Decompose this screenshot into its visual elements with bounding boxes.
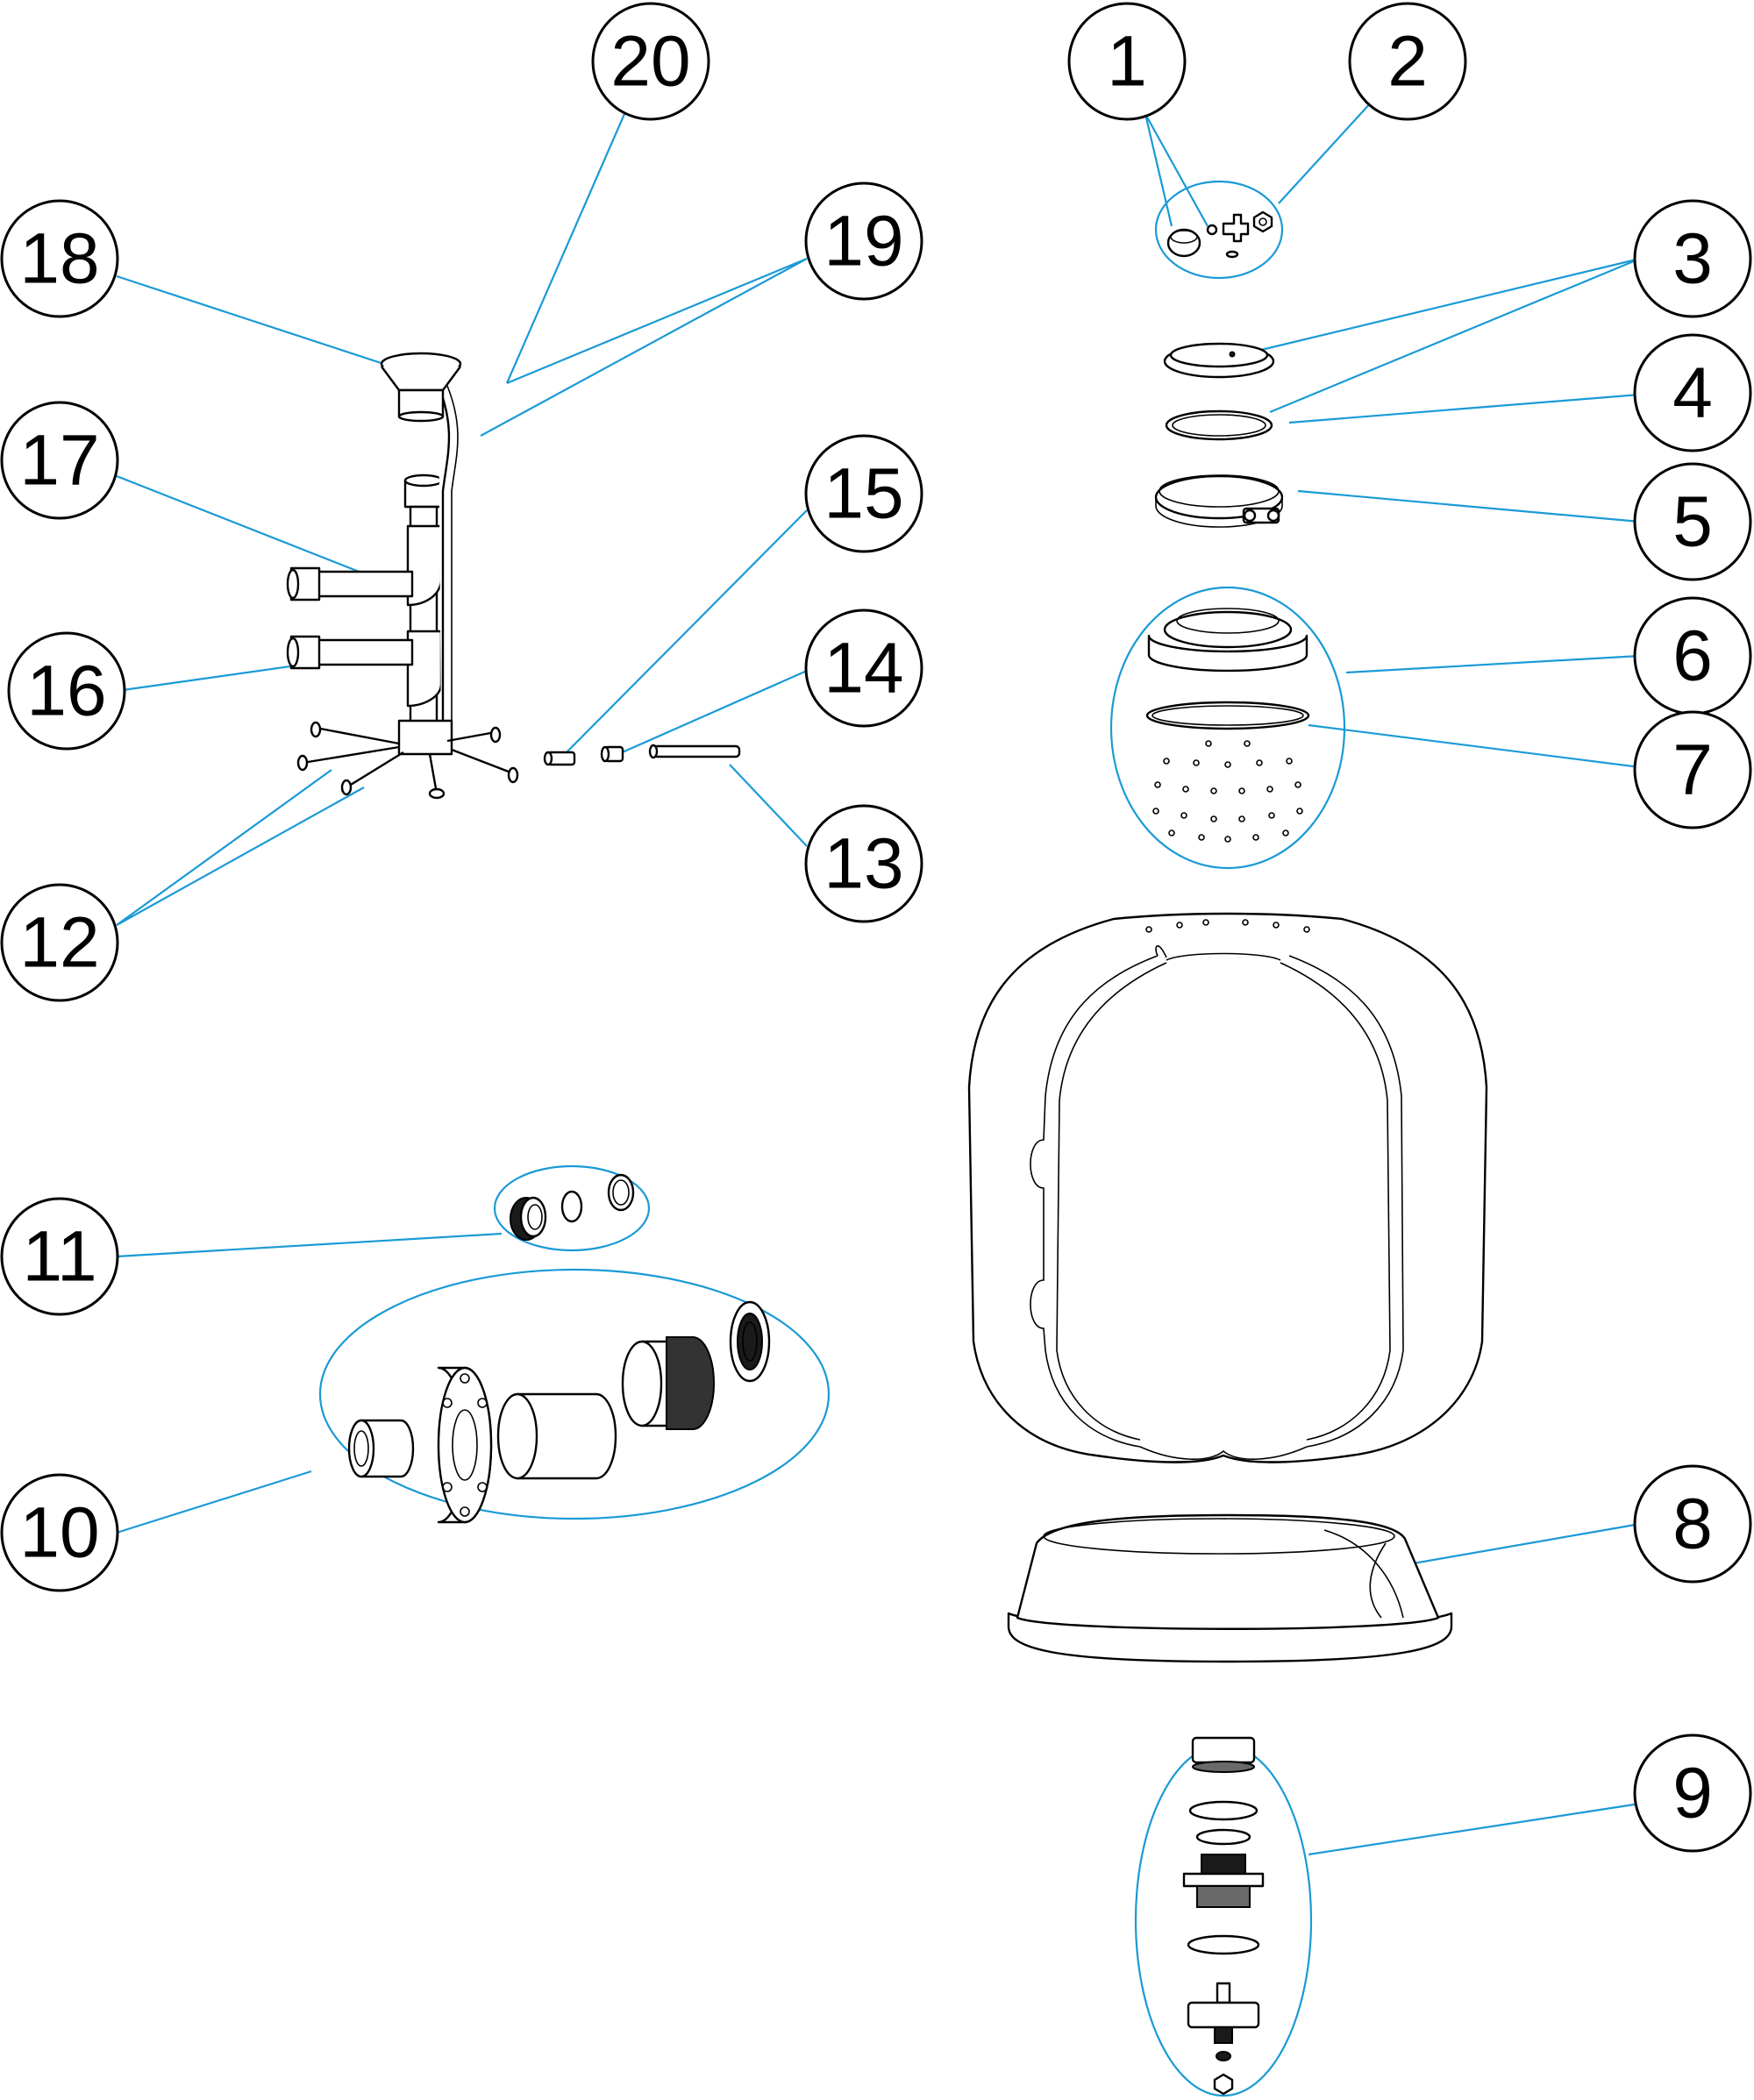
filter-tank-part [967,912,1488,1463]
funnel-part [380,352,462,423]
callouts: 1 2 3 4 5 6 7 8 9 10 11 12 13 14 15 16 1… [0,2,1752,1853]
callout-3-label: 3 [1672,219,1713,299]
leader-9 [1308,1802,1641,1856]
clamp-ring-part [1154,474,1284,528]
callout-16-label: 16 [26,651,106,731]
callout-7-label: 7 [1672,730,1713,810]
callout-5-label: 5 [1672,482,1713,562]
leader-13 [729,764,808,847]
leader-1a [1144,113,1173,227]
base-part [1007,1513,1453,1663]
leader-11 [116,1232,503,1258]
leader-8 [1402,1522,1641,1567]
leader-16 [116,663,303,693]
callout-1-label: 1 [1107,22,1147,102]
lid-part [1163,342,1275,379]
callout-9: 9 [1633,1733,1752,1853]
group-oval-11 [493,1164,651,1252]
callout-14: 14 [804,609,923,728]
collar-and-seal-part [1145,608,1310,843]
callout-2: 2 [1348,2,1467,121]
leader-19a [506,257,808,385]
collar-holes [1152,740,1303,843]
small-union-part [510,1173,635,1241]
leader-12a [116,769,332,926]
callout-6-label: 6 [1672,616,1713,696]
callout-3: 3 [1633,199,1752,318]
leader-2 [1278,100,1373,204]
leader-19b [480,258,808,437]
leader-7 [1308,723,1641,769]
leader-18 [116,274,411,374]
flange-union-part [347,1300,771,1524]
callout-12: 12 [0,883,119,1002]
callout-8: 8 [1633,1464,1752,1584]
leader-20 [505,113,626,384]
group-oval-6-7 [1109,586,1346,870]
callout-2-label: 2 [1387,22,1428,102]
callout-19: 19 [804,182,923,301]
callout-4: 4 [1633,333,1752,452]
leader-4 [1288,393,1641,424]
callout-5: 5 [1633,462,1752,581]
callout-18-label: 18 [19,219,99,299]
drain-assembly-part [1182,1736,1265,2096]
callout-17-label: 17 [19,421,99,501]
leader-17 [116,474,396,587]
callout-11-label: 11 [22,1217,96,1297]
leader-15 [562,509,808,757]
leader-lines [116,100,1641,2097]
manifold-assembly-part [286,385,519,800]
lid-o-ring-part [1165,409,1273,441]
leader-1b [1144,113,1209,227]
callout-15-label: 15 [824,454,903,534]
callout-19-label: 19 [824,202,903,281]
group-oval-1-2 [1154,180,1284,280]
callout-1: 1 [1067,2,1187,121]
callout-18: 18 [0,199,119,318]
callout-13: 13 [804,804,923,923]
callout-6: 6 [1633,596,1752,715]
leader-5 [1297,489,1641,523]
callout-8-label: 8 [1672,1484,1713,1564]
leader-6 [1345,654,1641,674]
callout-20: 20 [591,2,710,121]
lateral-spare-parts [543,744,741,766]
callout-17: 17 [0,401,119,520]
callout-7: 7 [1633,710,1752,829]
callout-11: 11 [0,1197,119,1316]
gauge-and-air-release-part [1166,210,1273,259]
callout-12-label: 12 [19,903,99,983]
leader-14 [617,669,808,756]
callout-4-label: 4 [1672,353,1713,433]
callout-10-label: 10 [19,1493,99,1573]
callout-16: 16 [7,631,126,751]
callout-20-label: 20 [610,22,690,102]
callout-9-label: 9 [1672,1754,1713,1833]
leader-3b [1269,257,1641,414]
leader-10 [116,1470,312,1534]
callout-13-label: 13 [824,824,903,904]
callout-14-label: 14 [824,629,903,708]
leader-12b [116,787,365,926]
callout-15: 15 [804,434,923,553]
group-oval-10 [318,1268,831,1520]
leader-3a [1257,257,1641,352]
callout-10: 10 [0,1473,119,1592]
